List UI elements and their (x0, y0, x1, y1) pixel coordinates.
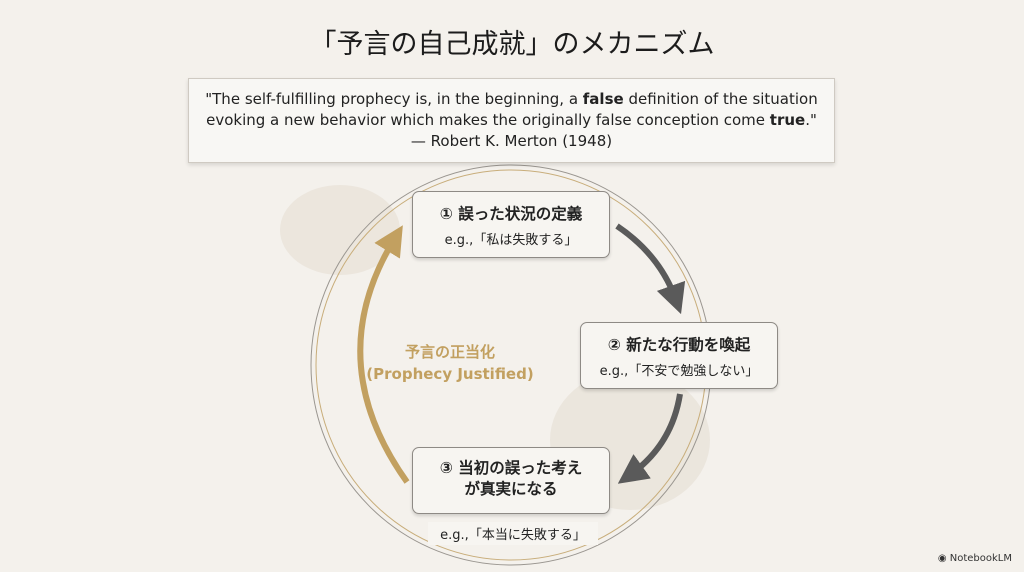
merton-quote: "The self-fulfilling prophecy is, in the… (188, 78, 835, 163)
arrow-prophecy-justified (357, 225, 410, 484)
step-heading: ② 新たな行動を喚起 (607, 336, 751, 354)
step-2-box: ② 新たな行動を喚起 e.g.,「不安で勉強しない」 (580, 322, 778, 389)
step-heading: ① 誤った状況の定義 (439, 205, 583, 223)
step-3-box: ③ 当初の誤った考えが真実になる (412, 447, 610, 514)
notebooklm-logo-icon: ◉ (937, 553, 950, 564)
step-3-example: e.g.,「本当に失敗する」 (428, 522, 598, 545)
step-example: e.g.,「私は失敗する」 (444, 233, 578, 248)
notebooklm-brand: ◉ NotebookLM (937, 553, 1012, 564)
page-title: 「予言の自己成就」のメカニズム (309, 29, 715, 60)
step-example: e.g.,「不安で勉強しない」 (599, 364, 759, 379)
arrow-step1-to-step2 (615, 223, 686, 315)
prophecy-justified-label: 予言の正当化 (Prophecy Justified) (366, 343, 534, 383)
arrow-step2-to-step3 (617, 393, 683, 484)
step-heading: ③ 当初の誤った考えが真実になる (439, 459, 583, 498)
quote-attribution: — Robert K. Merton (1948) (410, 132, 613, 150)
step-1-box: ① 誤った状況の定義 e.g.,「私は失敗する」 (412, 191, 610, 258)
watercolor-stain (280, 185, 400, 275)
